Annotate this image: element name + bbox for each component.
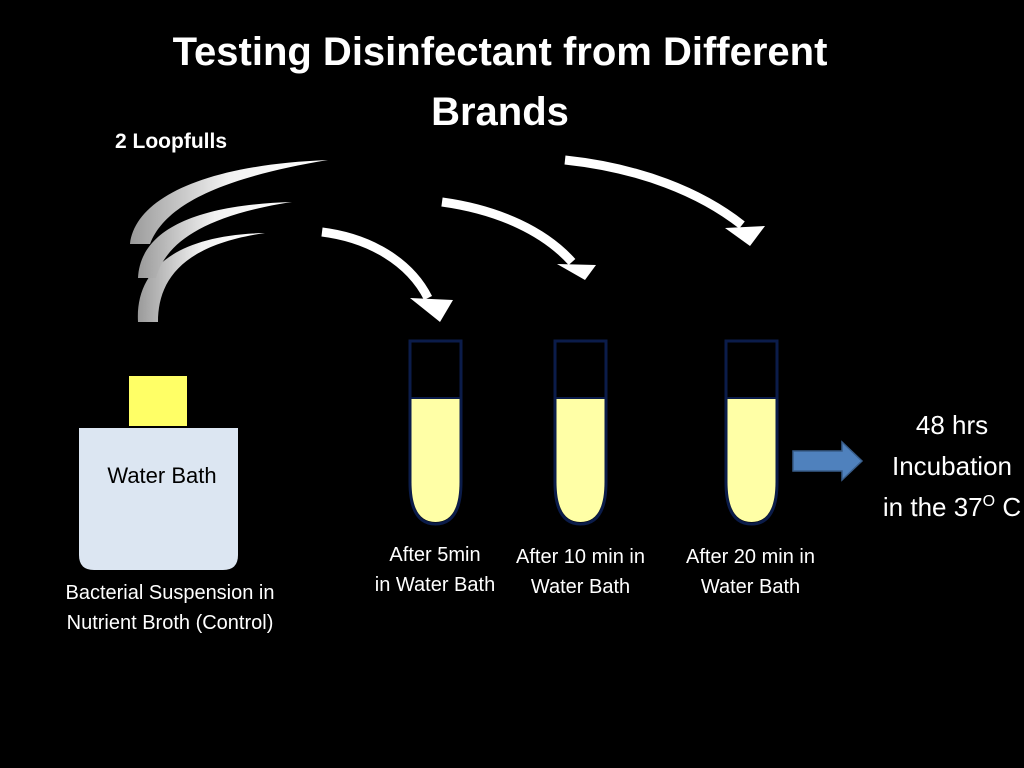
incubation-line-1: 48 hrs [862,405,1024,446]
water-bath-label: Water Bath [92,463,232,489]
control-caption: Bacterial Suspension in Nutrient Broth (… [30,578,310,638]
incubation-temp: in the 37 [883,492,983,522]
incubation-label: 48 hrs Incubation in the 37O C [862,405,1024,528]
test-tube [555,341,606,524]
degree-superscript: O [983,493,995,510]
right-arrow-icon [793,442,862,480]
tube-caption-line-2: Water Bath [668,572,833,602]
tube-caption-5min: After 5min in Water Bath [360,540,510,600]
tube-caption-20min: After 20 min in Water Bath [668,542,833,602]
tube-caption-line-1: After 10 min in [498,542,663,572]
incubation-line-2: Incubation [862,446,1024,487]
tube-caption-line-2: in Water Bath [360,570,510,600]
tube-caption-line-1: After 5min [360,540,510,570]
curved-arrow-icon [138,232,453,322]
test-tube [726,341,777,524]
tube-caption-line-2: Water Bath [498,572,663,602]
tube-caption-line-1: After 20 min in [668,542,833,572]
bottle-body [79,428,238,570]
incubation-unit: C [995,492,1021,522]
test-tube [410,341,461,524]
control-caption-line-1: Bacterial Suspension in [30,578,310,608]
tube-caption-10min: After 10 min in Water Bath [498,542,663,602]
control-caption-line-2: Nutrient Broth (Control) [30,608,310,638]
bottle-cap [129,376,187,426]
incubation-line-3: in the 37O C [862,487,1024,528]
